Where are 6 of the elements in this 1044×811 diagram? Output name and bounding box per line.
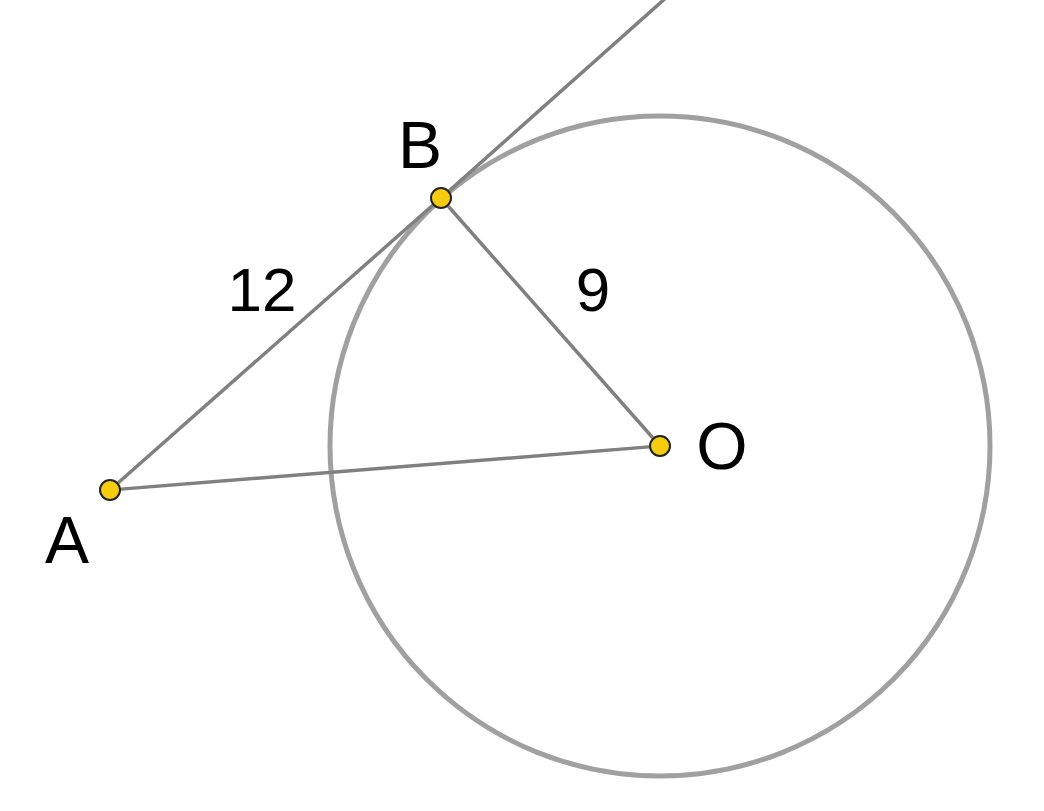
point-label: B — [398, 112, 442, 178]
line-segment — [446, 205, 655, 439]
point-label: O — [696, 413, 748, 479]
line-segment — [120, 445, 650, 491]
line-segment — [117, 203, 434, 485]
point-label: A — [45, 507, 89, 573]
